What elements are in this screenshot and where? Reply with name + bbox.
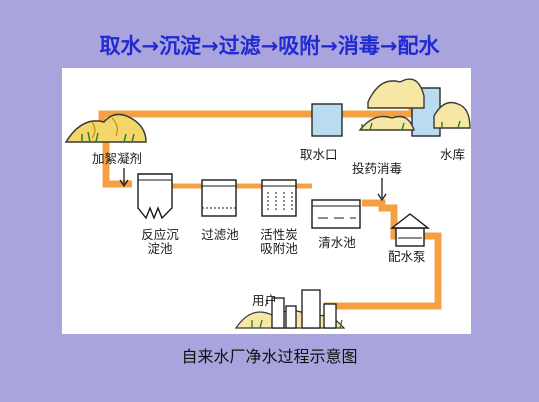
- reservoir-label: 水库: [440, 147, 466, 162]
- pump-label: 配水泵: [388, 249, 426, 264]
- carbon-tank-label-line1: 活性炭: [260, 227, 298, 242]
- water-treatment-diagram: [64, 78, 471, 329]
- disinfect-arrow-icon: [377, 178, 387, 202]
- coagulant-label: 加絮凝剂: [92, 151, 143, 166]
- user-buildings-icon: [234, 289, 346, 329]
- coagulant-arrow-icon: [119, 168, 129, 188]
- clear-water-tank-label: 清水池: [318, 235, 356, 250]
- pipe-plant-to-user: [324, 199, 442, 310]
- reaction-tank-icon: [137, 173, 173, 220]
- reservoir-icon: [358, 78, 471, 137]
- carbon-tank-label-line2: 吸附池: [260, 241, 298, 256]
- left-hill-icon: [64, 113, 147, 143]
- disinfect-label: 投药消毒: [352, 161, 403, 176]
- diagram-caption: 自来水厂净水过程示意图: [181, 347, 358, 366]
- filter-tank-icon: [201, 179, 237, 217]
- carbon-tank-icon: [261, 179, 297, 217]
- user-label: 用户: [252, 293, 278, 308]
- process-heading: 取水→沉淀→过滤→吸附→消毒→配水: [99, 34, 440, 58]
- clear-water-tank-icon: [311, 199, 361, 229]
- carbon-tank-label: 活性炭 吸附池: [256, 228, 302, 256]
- intake-box: [311, 103, 343, 137]
- intake-label: 取水口: [300, 147, 338, 162]
- reaction-tank-label-line2: 淀池: [147, 241, 173, 256]
- reaction-tank-label: 反应沉 淀池: [138, 228, 182, 256]
- diagram-panel: 取水口 水库 加絮凝剂 反应沉 淀池 过滤池 活性炭 吸附池 清水池 投药消毒 …: [62, 68, 471, 334]
- reaction-tank-label-line1: 反应沉: [141, 227, 179, 242]
- filter-tank-label: 过滤池: [201, 227, 239, 242]
- pump-house-icon: [389, 213, 431, 247]
